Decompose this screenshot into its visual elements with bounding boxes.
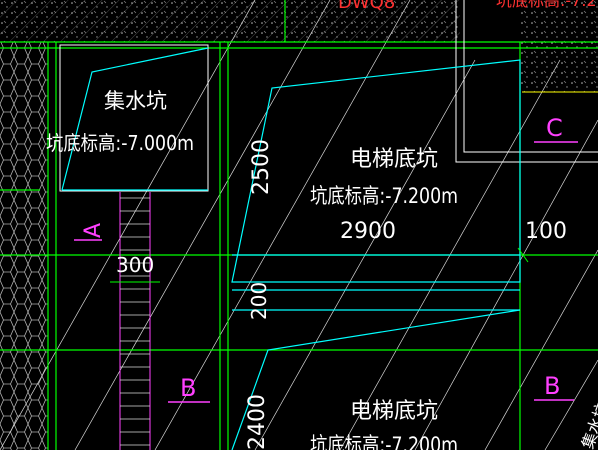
white-outlines <box>59 0 598 192</box>
pit2-height-dim: 2400 <box>245 394 270 450</box>
pit1-width-dim: 2900 <box>340 219 396 244</box>
section-markers <box>74 141 578 403</box>
pit-outlines <box>61 47 521 450</box>
sump-ladder <box>119 192 151 450</box>
pit2-elevation: 坑底标高:-7.200m <box>310 433 458 450</box>
section-b-left-label: B <box>180 374 196 402</box>
pit1-side-dim: 100 <box>525 219 567 244</box>
top-wall-diag-hatch <box>0 0 460 42</box>
top-partial-label-right: 坑底标高:-7.2 <box>496 0 597 10</box>
ladder-rungs <box>120 197 150 446</box>
right-wall-hatch <box>520 0 598 92</box>
right-edge-label: 集水坑 <box>578 400 598 450</box>
sump-title: 集水坑 <box>104 89 167 113</box>
top-partial-label-left: DWQ8 <box>338 0 395 13</box>
ladder-dim: 300 <box>116 253 154 277</box>
pit1-height-dim: 2500 <box>249 139 274 195</box>
pit1-elevation: 坑底标高:-7.200m <box>310 184 458 208</box>
pit2-title: 电梯底坑 <box>350 399 438 424</box>
gap-dim: 200 <box>247 282 271 320</box>
left-wall-hatch <box>0 42 48 450</box>
section-b-right-label: B <box>544 372 560 400</box>
pit1-title: 电梯底坑 <box>350 147 438 172</box>
section-c-label: C <box>546 114 563 142</box>
dimension-lines <box>110 247 529 320</box>
sump-elevation: 坑底标高:-7.000m <box>46 131 194 155</box>
section-a-label: A <box>81 223 106 238</box>
